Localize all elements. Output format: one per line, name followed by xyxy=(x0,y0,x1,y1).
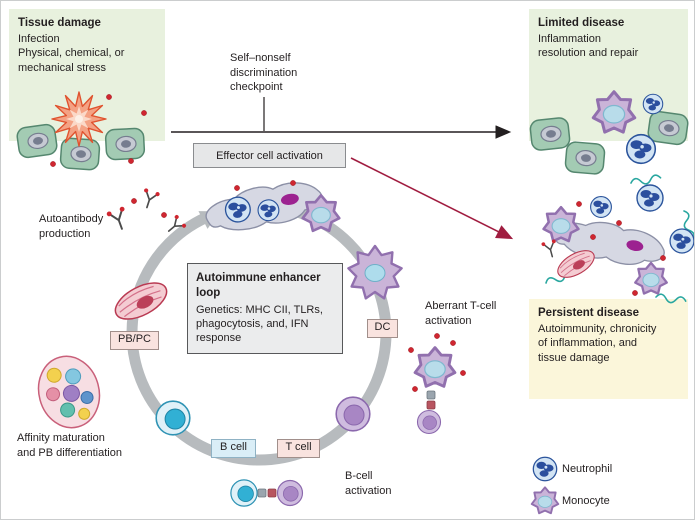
danger-signal-dot xyxy=(460,370,466,376)
affinity-maturation-label: Affinity maturation and PB differentiati… xyxy=(17,432,122,459)
efferocytosis-cluster xyxy=(201,176,341,237)
danger-signal-dot xyxy=(590,234,596,240)
label-pb-pc: PB/PC xyxy=(110,331,159,350)
legend-neutrophil-icon xyxy=(532,456,558,482)
net-squiggle-icon xyxy=(544,268,577,288)
danger-signal-dot xyxy=(450,340,456,346)
epithelial-cell-icon xyxy=(564,140,606,176)
label-dc: DC xyxy=(367,319,398,338)
persistent-disease-title: Persistent disease xyxy=(538,307,640,319)
antibody-icon xyxy=(162,213,188,238)
t-cell-icon xyxy=(276,479,304,507)
persistent-disease-cells xyxy=(540,173,694,306)
danger-signal-dot xyxy=(408,347,414,353)
danger-signal-dot xyxy=(50,161,56,167)
checkpoint-arrow xyxy=(171,97,512,139)
aberrant-t-cell-cluster xyxy=(408,333,466,435)
engulfed-neutrophil-icon xyxy=(222,194,253,225)
tissue-damage-body: Infection Physical, chemical, or mechani… xyxy=(18,32,125,74)
t-cell-icon xyxy=(416,409,442,435)
receptor-pair-icon xyxy=(257,488,277,498)
danger-signal-dot xyxy=(128,158,134,164)
checkpoint-label: Self–nonself discrimination checkpoint xyxy=(230,52,298,94)
receptor-pair-icon xyxy=(426,390,436,410)
net-squiggle-icon xyxy=(679,209,694,242)
autoimmune-enhancer-loop-box: Autoimmune enhancer loop Genetics: MHC C… xyxy=(187,263,343,354)
label-b-cell: B cell xyxy=(211,439,256,458)
danger-signal-dot xyxy=(660,255,666,261)
loop-arrowhead-icon xyxy=(198,211,220,229)
b-cell-activation-label: B-cell activation xyxy=(345,470,392,497)
danger-signal-dot xyxy=(131,198,137,204)
danger-signal-dot xyxy=(234,185,240,191)
neutrophil-icon xyxy=(636,184,664,212)
germinal-center-icon xyxy=(37,355,101,429)
tissue-damage-box: Tissue damage Infection Physical, chemic… xyxy=(9,9,165,141)
persistent-disease-box: Persistent disease Autoimmunity, chronic… xyxy=(529,299,688,399)
danger-signal-dot xyxy=(290,180,296,186)
tissue-damage-title: Tissue damage xyxy=(18,17,101,29)
aberrant-t-cell-activation-label: Aberrant T-cell activation xyxy=(425,300,497,327)
macrophage-spread-cell-icon xyxy=(550,211,669,273)
danger-signal-dot xyxy=(161,212,167,218)
b-cell-activation-cluster xyxy=(230,479,304,507)
macrophage-spread-cell-icon xyxy=(201,176,326,237)
neutrophil-icon xyxy=(669,228,694,254)
antibody-icon xyxy=(138,186,162,211)
danger-signal-dot xyxy=(576,201,582,207)
monocyte-icon xyxy=(542,205,580,243)
enhancer-loop-title: Autoimmune enhancer loop xyxy=(196,272,321,299)
danger-signal-dot xyxy=(412,386,418,392)
effector-cell-activation-box: Effector cell activation xyxy=(193,143,346,168)
b-cell-icon xyxy=(230,479,258,507)
persistent-disease-body: Autoimmunity, chronicity of inflammation… xyxy=(538,322,657,364)
net-squiggle-icon xyxy=(629,173,662,188)
limited-disease-box: Limited disease Inflammation resolution … xyxy=(529,9,688,141)
t-cell-icon xyxy=(335,396,371,432)
danger-signal-dot xyxy=(434,333,440,339)
persistent-disease-arrow xyxy=(350,157,514,240)
neutrophil-icon xyxy=(590,196,612,218)
limited-disease-title: Limited disease xyxy=(538,17,625,29)
plasma-cell-icon xyxy=(108,274,174,328)
legend-monocyte-icon xyxy=(530,486,560,515)
plasma-cell-icon xyxy=(552,244,600,284)
b-cell-icon xyxy=(155,400,191,436)
epithelial-cell-icon xyxy=(59,136,101,172)
antibody-icon xyxy=(105,205,132,233)
legend-neutrophil-label: Neutrophil xyxy=(562,463,613,475)
engulfed-neutrophil-icon xyxy=(255,197,282,223)
enhancer-loop-body: Genetics: MHC CII, TLRs, phagocytosis, a… xyxy=(196,303,323,345)
monocyte-icon xyxy=(301,193,341,233)
dendritic-cell-icon xyxy=(347,244,403,300)
limited-disease-body: Inflammation resolution and repair xyxy=(538,32,639,60)
danger-signal-dot xyxy=(616,220,622,226)
label-t-cell: T cell xyxy=(277,439,320,458)
autoantibody-cluster xyxy=(105,186,188,238)
legend-monocyte-label: Monocyte xyxy=(562,495,610,507)
antibody-icon xyxy=(540,238,561,260)
activated-apc-icon xyxy=(413,346,457,388)
danger-signal-dot xyxy=(632,290,638,296)
monocyte-icon xyxy=(634,261,668,295)
autoantibody-production-label: Autoantibody production xyxy=(39,213,104,240)
